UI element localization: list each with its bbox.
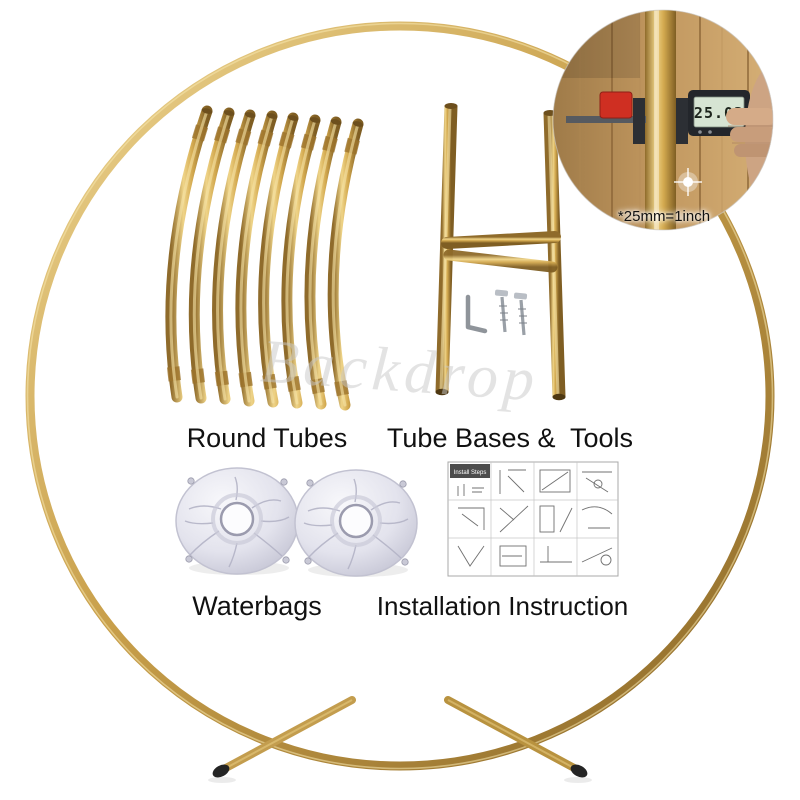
base-crossbar-2 [443,249,558,273]
sheet-title-box [450,464,490,478]
screw-1 [494,289,509,333]
waterbag-2 [293,468,419,579]
caliper-depth-rod [566,116,646,123]
right-foot-cap [570,764,588,778]
instruction-sheet: Install Steps [447,461,619,577]
waterbag-1 [174,466,300,577]
round-tubes [164,105,365,411]
label-waterbags: Waterbags [192,591,322,621]
sheet-title: Install Steps [454,470,487,476]
caliper-jaw-right [676,98,688,144]
allen-wrench [465,294,488,334]
label-installation-instruction: Installation Instruction [376,591,629,621]
left-foot-cap [212,764,230,778]
label-tube-bases-tools: Tube Bases & Tools [386,423,634,453]
label-round-tubes: Round Tubes [186,423,348,453]
assembly-tools [465,289,528,336]
measured-gold-tube [645,10,676,230]
measurement-note: *25mm=1inch [617,208,711,225]
arch-ring [25,21,775,771]
caliper-measurement-inset: 25.02 [552,9,774,231]
caliper-jaw-left [633,98,645,144]
tube-base [435,103,566,401]
caliper-red-part [599,91,633,119]
base-crossbar [441,231,561,249]
circular-frame [25,21,775,783]
light-flare-icon [674,168,702,196]
screw-2 [513,292,528,336]
